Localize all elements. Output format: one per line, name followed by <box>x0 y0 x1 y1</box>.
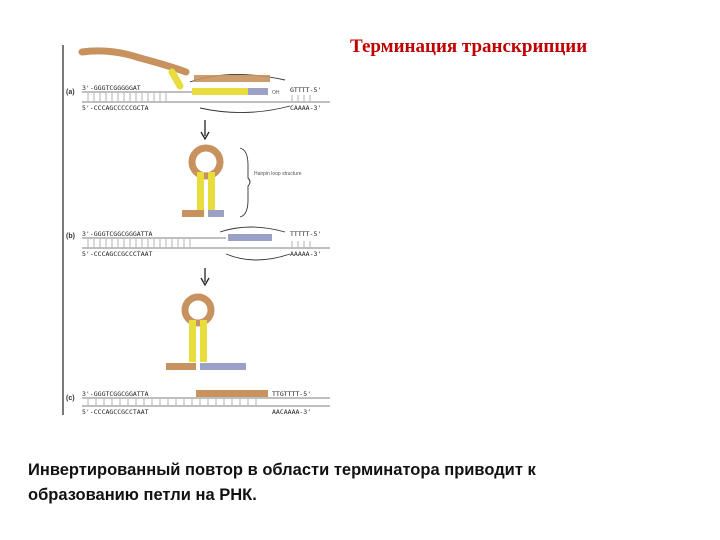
panel-a-rna-brown <box>194 75 230 82</box>
panel-a-right-top: GTTTT-5' <box>290 86 321 94</box>
hairpin-bracket <box>239 147 251 218</box>
panel-c-right-bottom: AACAAAA-3' <box>272 408 311 416</box>
panel-a-rna-blue <box>248 88 268 95</box>
panel-c: (c) 3'-GGGTCGGCGGATTA 5'-CCCAGCCGCCTAAT … <box>66 390 330 416</box>
panel-b-rna-blue <box>228 234 272 241</box>
panel-b-label: (b) <box>66 233 75 240</box>
panel-a-rna-tail <box>78 47 190 90</box>
panel-b: (b) 3'-GGGTCGGCGGGATTA 5'-CCCAGCCGCCCTAA… <box>66 226 330 261</box>
hairpin-1 <box>182 144 224 217</box>
panel-a-top-seq: 3'-GGGTCGGGGGAT <box>82 84 141 92</box>
panel-c-right-top: TTGTTTT-5' <box>272 390 311 398</box>
panel-c-top-seq: 3'-GGGTCGGCGGATTA <box>82 390 149 398</box>
panel-a-label: (a) <box>66 89 75 96</box>
panel-c-bottom-seq: 5'-CCCAGCCGCCTAAT <box>82 408 149 416</box>
panel-b-top-seq: 3'-GGGTCGGCGGGATTA <box>82 230 153 238</box>
panel-a: (a) 3'-GGGTCGGGGGAT OH 5'-CCCAGCCCCCGCTA… <box>66 47 330 113</box>
panel-a-oh: OH <box>272 90 280 96</box>
arrow-down-icon <box>200 120 210 141</box>
transcription-termination-diagram: (a) 3'-GGGTCGGGGGAT OH 5'-CCCAGCCCCCGCTA… <box>62 45 330 416</box>
arrow-down-icon <box>200 268 210 287</box>
hairpin-2 <box>166 293 246 370</box>
caption: Инвертированный повтор в области термина… <box>28 458 688 508</box>
panel-a-bottom-seq: 5'-CCCAGCCCCCGCTA <box>82 104 149 112</box>
panel-c-label: (c) <box>66 395 75 402</box>
caption-line-1: Инвертированный повтор в области термина… <box>28 461 536 479</box>
caption-line-2: образованию петли на РНК. <box>28 486 257 504</box>
hairpin-annotation: Hairpin loop structure <box>254 171 302 177</box>
panel-b-bottom-seq: 5'-CCCAGCCGCCCTAAT <box>82 250 153 258</box>
panel-a-rna-yellow <box>192 88 248 95</box>
panel-b-right-top: TTTTT-5' <box>290 230 321 238</box>
slide-title: Терминация транскрипции <box>350 36 588 57</box>
panel-c-rna-brown <box>196 390 268 397</box>
panel-a-right-bottom: CAAAA-3' <box>290 104 321 112</box>
panel-b-right-bottom: AAAAA-3' <box>290 250 321 258</box>
